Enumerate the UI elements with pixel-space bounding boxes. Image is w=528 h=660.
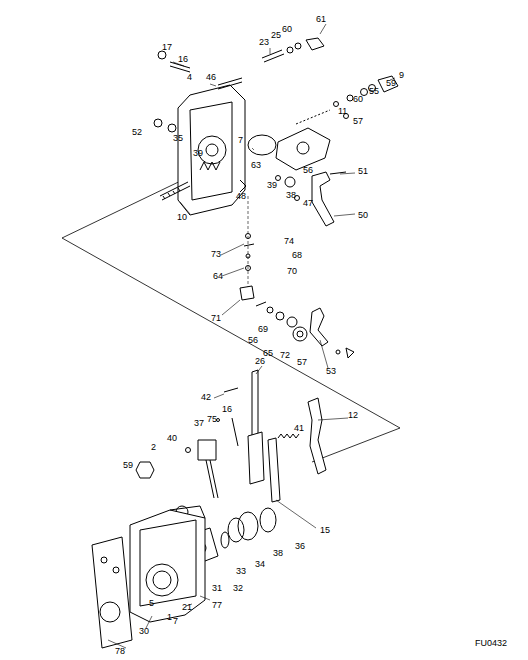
figure-code: FU0432 (474, 638, 508, 648)
callout-number: 39 (266, 180, 278, 190)
callout-number: 73 (210, 249, 222, 259)
callout-number: 38 (285, 190, 297, 200)
callout-number: 63 (250, 160, 262, 170)
callout-number: 26 (254, 356, 266, 366)
callout-number: 46 (205, 72, 217, 82)
callout-number: 41 (293, 423, 305, 433)
callout-number: 25 (270, 30, 282, 40)
callout-number: 34 (254, 559, 266, 569)
callout-number: 39 (192, 148, 204, 158)
callout-number: 11 (337, 106, 348, 116)
callout-number: 40 (166, 433, 178, 443)
callout-number: 56 (302, 165, 314, 175)
callout-number: 57 (352, 116, 364, 126)
callout-number: 70 (286, 266, 298, 276)
callout-number: 23 (258, 37, 270, 47)
callout-number: 72 (279, 350, 291, 360)
callout-number: 5 (148, 598, 155, 608)
callout-number: 74 (283, 236, 295, 246)
callout-number: 12 (347, 410, 359, 420)
callout-number: 7 (237, 135, 244, 145)
callout-number: 47 (302, 198, 314, 208)
callout-number: 16 (177, 54, 189, 64)
callout-number: 42 (200, 392, 212, 402)
callout-number: 59 (122, 460, 134, 470)
callout-number: 68 (291, 250, 303, 260)
callout-number: 1 (166, 612, 173, 622)
callout-number: 37 (193, 418, 205, 428)
callout-number: 4 (186, 72, 193, 82)
callout-number: 60 (281, 24, 293, 34)
callout-number: 10 (176, 212, 188, 222)
callout-number: 55 (368, 86, 380, 96)
callout-number: 33 (235, 566, 247, 576)
callout-number: 21 (181, 602, 193, 612)
callout-number: 77 (211, 600, 223, 610)
callout-number: 60 (352, 94, 364, 104)
callout-number: 16 (221, 404, 233, 414)
callout-number: 36 (294, 541, 306, 551)
callout-number: 32 (232, 583, 244, 593)
callout-number: 50 (357, 210, 369, 220)
callout-number: 15 (319, 525, 331, 535)
callout-number: 56 (247, 335, 259, 345)
callout-number: 75 (206, 414, 218, 424)
callout-number: 30 (138, 626, 150, 636)
callout-number: 9 (398, 70, 405, 80)
callout-number: 7 (172, 616, 179, 626)
callout-number: 53 (325, 366, 337, 376)
callout-number: 52 (131, 127, 143, 137)
callout-number: 48 (235, 191, 247, 201)
callout-number: 78 (114, 646, 126, 656)
callout-number: 35 (172, 133, 184, 143)
callout-number: 51 (357, 166, 369, 176)
callout-number: 64 (212, 271, 224, 281)
callout-number: 31 (211, 583, 223, 593)
callout-number: 71 (210, 313, 222, 323)
callout-number: 17 (161, 42, 173, 52)
callout-number: 69 (257, 324, 269, 334)
callout-number: 59 (385, 78, 397, 88)
callout-number: 38 (272, 548, 284, 558)
callout-number: 2 (150, 442, 157, 452)
callout-number: 57 (296, 357, 308, 367)
callout-number: 61 (315, 14, 327, 24)
